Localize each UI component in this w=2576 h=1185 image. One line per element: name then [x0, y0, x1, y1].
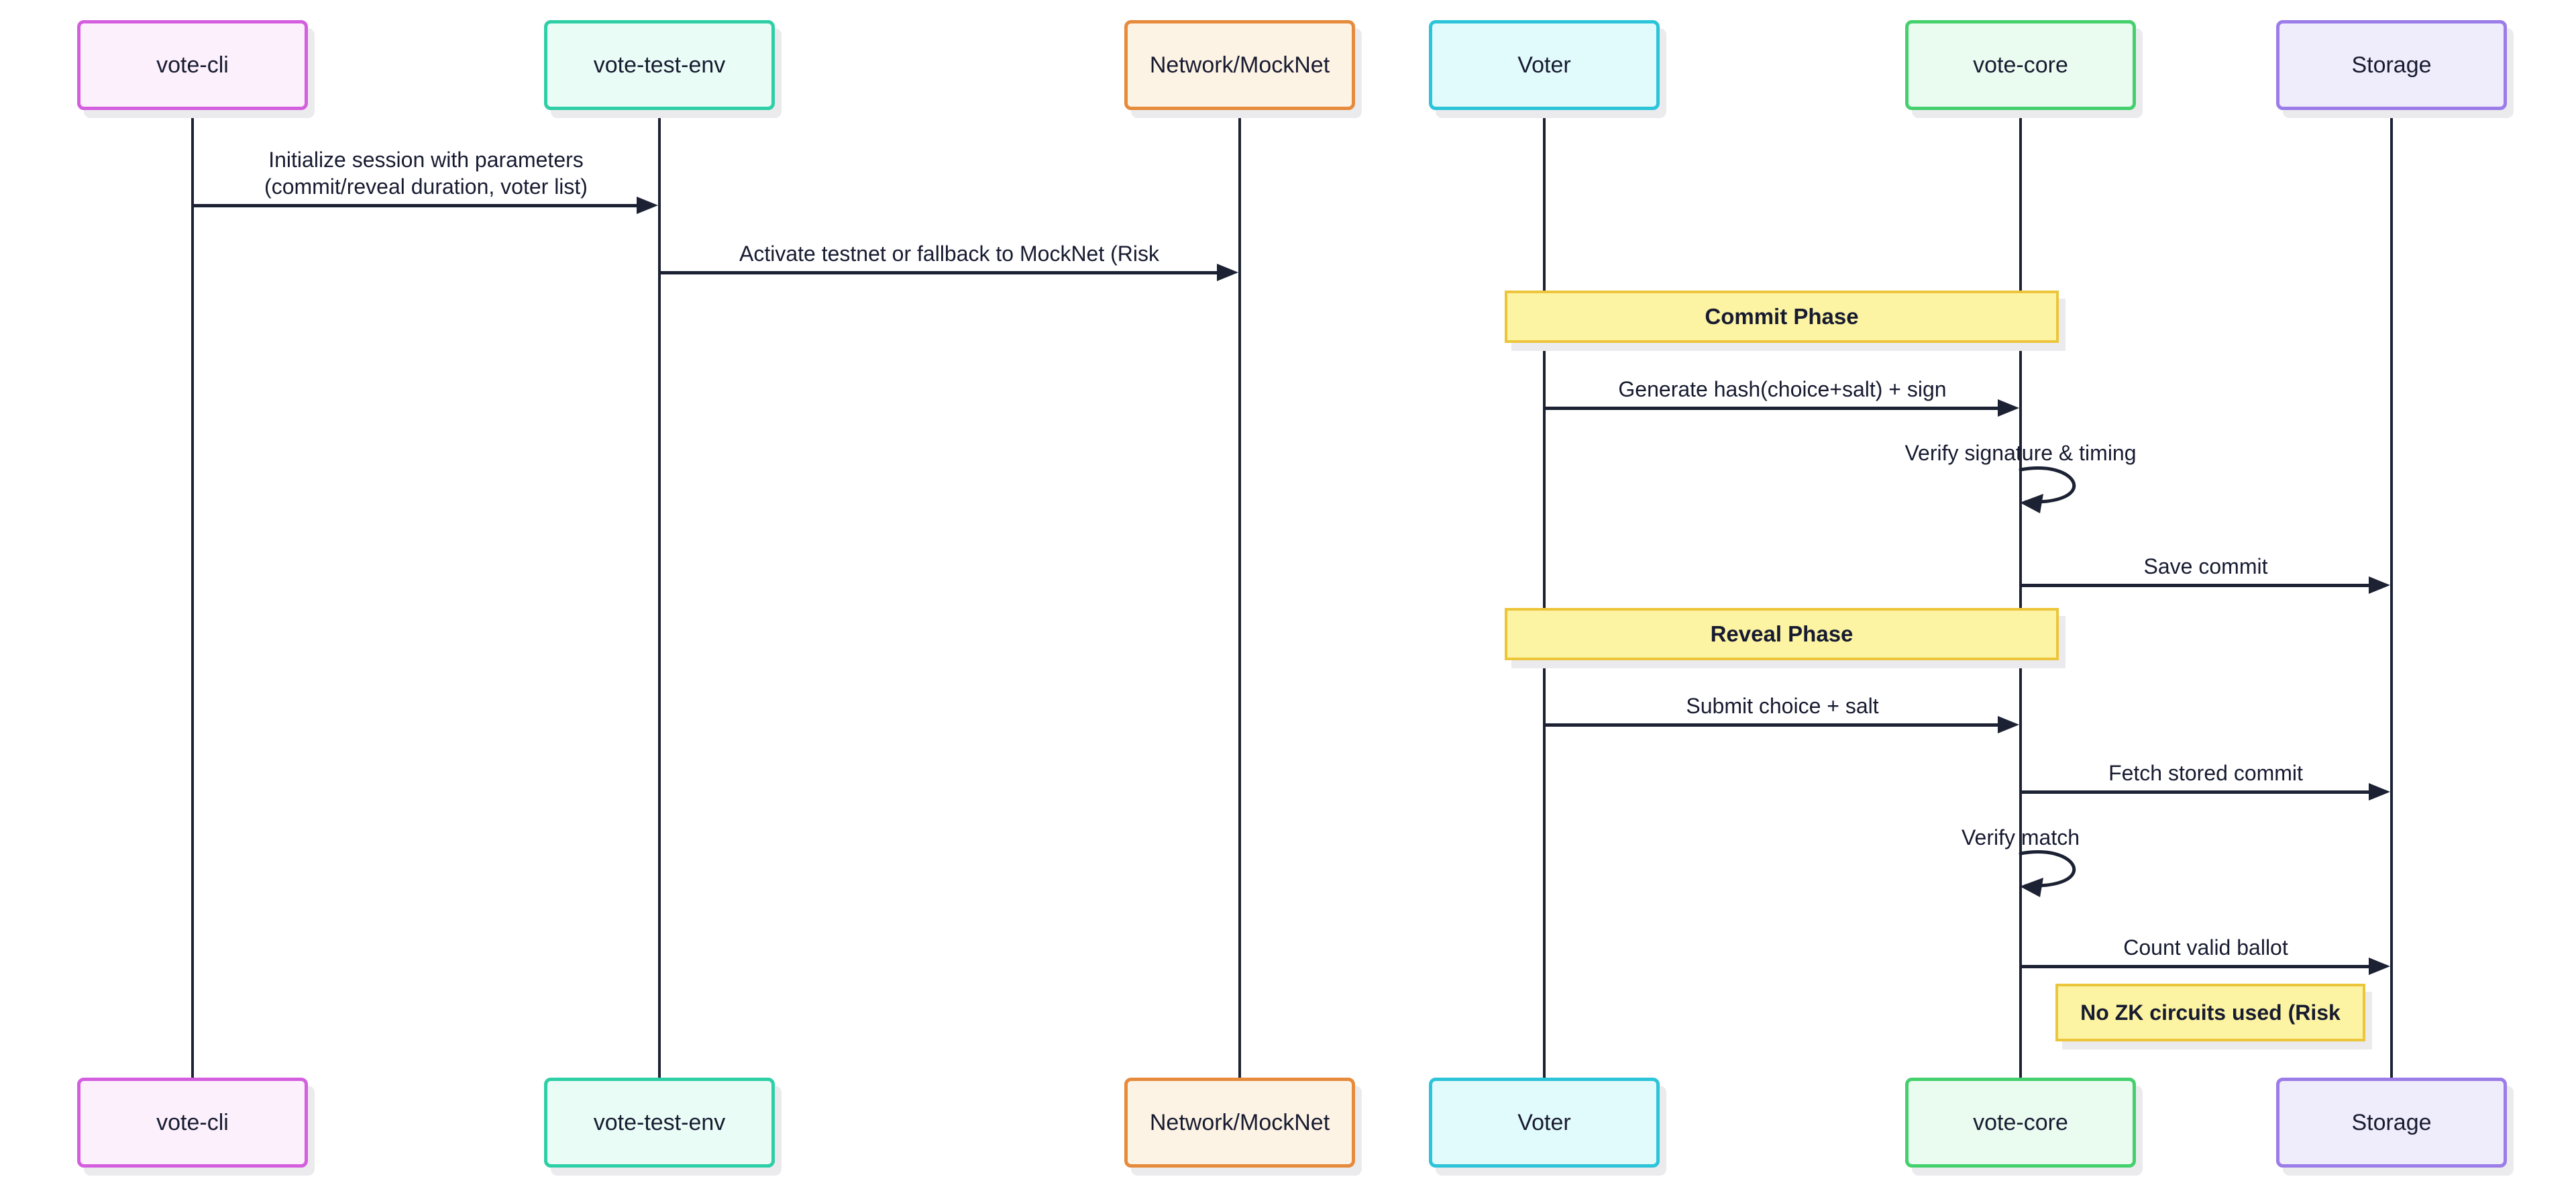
lifeline-vote-core [2019, 111, 2022, 1078]
actor-label: vote-core [1973, 1109, 2068, 1135]
message-label-line: (commit/reveal duration, voter list) [264, 174, 588, 199]
arrow-line-submit-choice [1546, 723, 1999, 727]
note-commit-phase: Commit Phase [1505, 291, 2059, 343]
message-label-line: Initialize session with parameters [268, 148, 584, 172]
actor-label: Voter [1517, 1109, 1571, 1135]
actor-top-voter: Voter [1429, 20, 1660, 110]
actor-bottom-voter: Voter [1429, 1078, 1660, 1168]
actor-label: Voter [1517, 52, 1571, 78]
actor-label: vote-test-env [593, 1109, 726, 1135]
actor-top-vote-test-env: vote-test-env [544, 20, 775, 110]
arrow-line-fetch-commit [2022, 790, 2370, 794]
actor-label: vote-cli [156, 1109, 229, 1135]
arrow-head-icon [1998, 399, 2019, 417]
arrow-head-icon [2369, 783, 2390, 801]
actor-top-vote-core: vote-core [1905, 20, 2136, 110]
actor-bottom-vote-cli: vote-cli [77, 1078, 308, 1168]
arrow-line-activate-testnet [661, 271, 1218, 274]
actor-top-vote-cli: vote-cli [77, 20, 308, 110]
message-label-verify-match: Verify match [1961, 825, 2080, 849]
actor-top-storage: Storage [2276, 20, 2507, 110]
lifeline-storage [2390, 111, 2393, 1078]
arrow-head-icon [1998, 716, 2019, 733]
message-label-verify-signature: Verify signature & timing [1904, 441, 2137, 465]
actor-bottom-vote-core: vote-core [1905, 1078, 2136, 1168]
arrow-line-initialize-session [194, 204, 638, 207]
actor-bottom-storage: Storage [2276, 1078, 2507, 1168]
actor-top-network-mocknet: Network/MockNet [1124, 20, 1355, 110]
actor-bottom-network-mocknet: Network/MockNet [1124, 1078, 1355, 1168]
actor-label: vote-cli [156, 52, 229, 78]
message-label-initialize-session: Initialize session with parameters (comm… [124, 146, 728, 200]
arrow-head-icon [2369, 958, 2390, 975]
arrow-line-generate-hash [1546, 407, 1999, 410]
self-loop-arrow [2019, 466, 2076, 513]
arrow-head-icon [637, 197, 658, 214]
lifeline-voter [1543, 111, 1546, 1078]
message-label-generate-hash: Generate hash(choice+salt) + sign [1618, 377, 1947, 401]
lifeline-vote-test-env [658, 111, 661, 1078]
note-no-zk-circuits: No ZK circuits used (Risk [2055, 984, 2365, 1041]
lifeline-vote-cli [191, 111, 194, 1078]
arrow-head-icon [2369, 576, 2390, 594]
message-label-fetch-commit: Fetch stored commit [2108, 761, 2303, 785]
message-label-save-commit: Save commit [2143, 554, 2268, 578]
arrow-head-icon [1217, 264, 1238, 281]
note-text: Reveal Phase [1710, 621, 1854, 646]
message-label-submit-choice: Submit choice + salt [1686, 694, 1879, 718]
lifeline-network-mocknet [1238, 111, 1241, 1078]
message-label-count-ballot: Count valid ballot [2123, 935, 2288, 960]
actor-label: Storage [2351, 1109, 2432, 1135]
actor-label: Network/MockNet [1149, 52, 1330, 78]
actor-label: Storage [2351, 52, 2432, 78]
actor-label: vote-core [1973, 52, 2068, 78]
note-text: No ZK circuits used (Risk [2080, 1000, 2341, 1025]
note-text: Commit Phase [1705, 304, 1859, 329]
arrow-line-save-commit [2022, 584, 2370, 587]
self-loop-arrow [2019, 850, 2076, 897]
message-label-activate-testnet: Activate testnet or fallback to MockNet … [739, 242, 1159, 266]
actor-label: vote-test-env [593, 52, 726, 78]
arrow-line-count-ballot [2022, 965, 2370, 968]
actor-label: Network/MockNet [1149, 1109, 1330, 1135]
actor-bottom-vote-test-env: vote-test-env [544, 1078, 775, 1168]
note-reveal-phase: Reveal Phase [1505, 608, 2059, 660]
